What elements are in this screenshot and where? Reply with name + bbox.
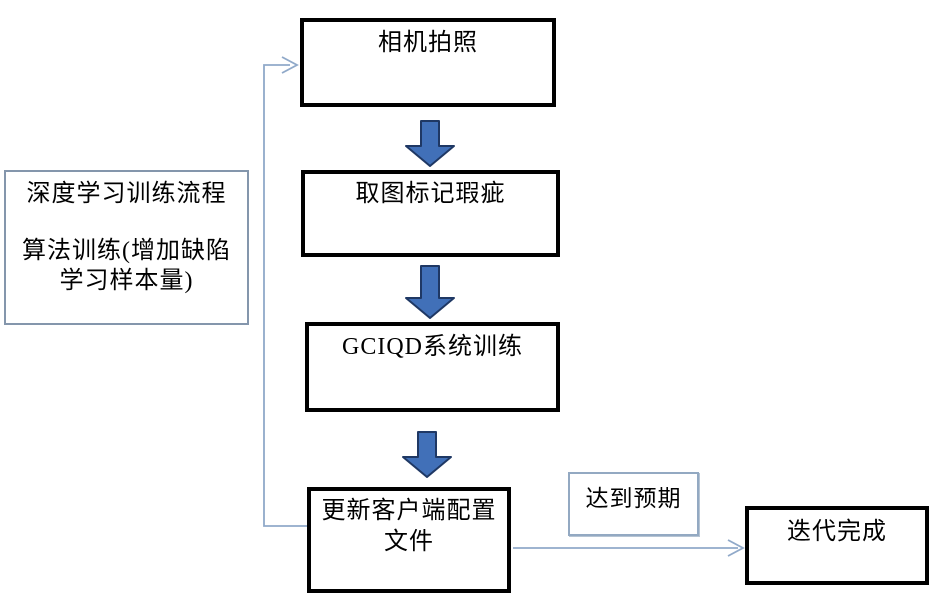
node-update-config: 更新客户端配置 文件 <box>307 487 511 593</box>
node-system-training-label: GCIQD系统训练 <box>342 334 523 360</box>
edge-label-expectation: 达到预期 <box>568 472 699 536</box>
down-block-arrow-1-icon <box>405 120 455 167</box>
node-camera-capture: 相机拍照 <box>300 18 556 107</box>
panel-subtitle-line1: 算法训练(增加缺陷 <box>22 238 231 264</box>
node-iteration-complete-label: 迭代完成 <box>787 519 887 545</box>
feedback-arrowhead-icon <box>281 56 299 74</box>
node-camera-capture-label: 相机拍照 <box>378 30 478 56</box>
panel-subtitle: 算法训练(增加缺陷 学习样本量) <box>6 236 247 296</box>
node-iteration-complete: 迭代完成 <box>745 506 929 585</box>
node-system-training: GCIQD系统训练 <box>305 322 560 412</box>
node-update-config-label-line2: 文件 <box>384 529 434 555</box>
panel-subtitle-line2: 学习样本量) <box>59 268 194 294</box>
node-mark-defects-label: 取图标记瑕疵 <box>355 181 506 207</box>
node-mark-defects: 取图标记瑕疵 <box>301 170 560 257</box>
panel-title: 深度学习训练流程 <box>26 181 227 207</box>
process-description-panel: 深度学习训练流程 算法训练(增加缺陷 学习样本量) <box>4 170 249 325</box>
down-block-arrow-2-icon <box>405 265 455 319</box>
feedback-arrow-line <box>263 64 307 527</box>
down-block-arrow-3-icon <box>402 431 452 478</box>
to-result-arrowhead-icon <box>727 539 745 557</box>
edge-label-expectation-text: 达到预期 <box>585 486 682 511</box>
node-update-config-label-line1: 更新客户端配置 <box>321 498 497 524</box>
